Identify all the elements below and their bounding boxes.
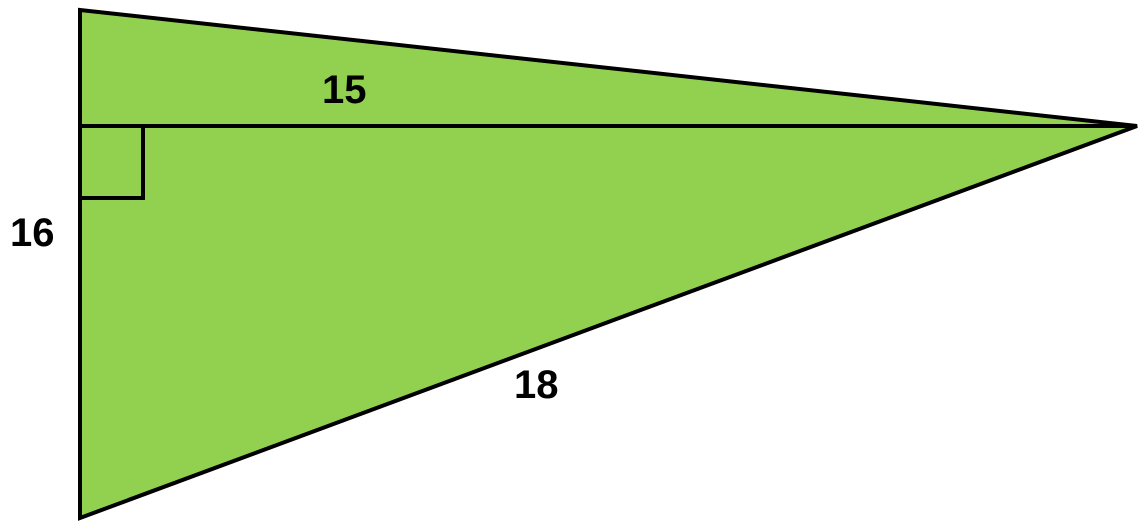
right-angle-marker [80, 126, 145, 200]
left-side-label: 16 [10, 211, 55, 255]
top-segment-label: 15 [322, 68, 367, 112]
triangle-shape [78, 7, 1138, 521]
hypotenuse-label: 18 [514, 363, 559, 407]
